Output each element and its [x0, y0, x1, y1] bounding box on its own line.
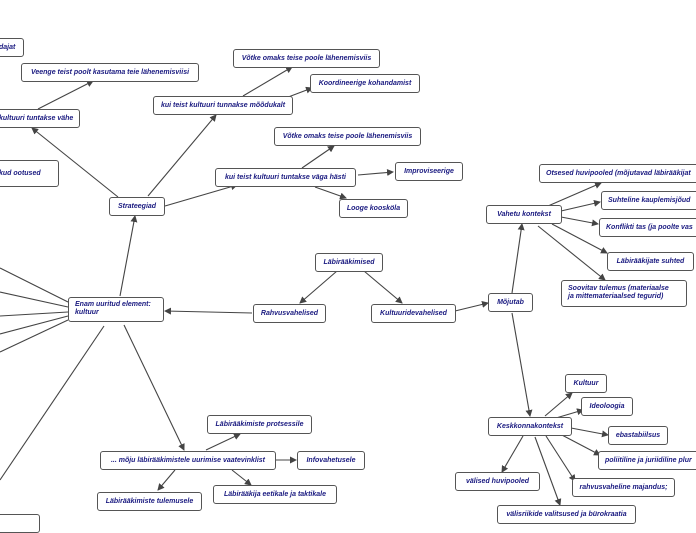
node-suhteline-kauplemisjoud[interactable]: Suhteline kauplemisjõud: [601, 191, 696, 210]
edge-enam-off6: [0, 325, 105, 481]
edge-strat-kuihasti: [164, 183, 238, 207]
node-veenge[interactable]: Veenge teist poolt kasutama teie lähenem…: [21, 63, 199, 82]
node-improviseerige[interactable]: Improviseerige: [395, 162, 463, 181]
edge-kuihasti-looge: [314, 186, 347, 200]
node-enam-uuritud[interactable]: Enam uuritud element: kultuur: [68, 297, 164, 322]
edge-vahe-veenge: [37, 80, 94, 110]
node-soovitav-tulemus[interactable]: Soovitav tulemus (materiaalse ja mittema…: [561, 280, 687, 307]
edge-keskkond-ebast: [570, 427, 609, 438]
edge-enam-off3: [0, 311, 69, 317]
edge-mojub-eetika: [231, 469, 252, 486]
node-otsesed-huvipooled[interactable]: Otsesed huvipooled (mõjutavad läbirääkij…: [539, 164, 696, 183]
node-labiraakijate-suhted[interactable]: Läbirääkijate suhted: [607, 252, 694, 271]
edge-enam-off4: [0, 315, 69, 335]
edge-enam-off5: [0, 319, 69, 353]
edge-laabi-kultuuri: [363, 270, 403, 304]
edge-vahetu-suhteline: [560, 199, 601, 212]
node-ootused[interactable]: kud ootused: [0, 160, 59, 187]
edge-vahetu-soovitav: [537, 225, 606, 281]
edge-strat-vahe: [31, 127, 119, 198]
node-strateegiad[interactable]: Strateegiad: [109, 197, 165, 216]
edge-kultuuri-mojutab: [454, 301, 489, 312]
edge-vahetu-otsesed: [547, 182, 602, 207]
node-kultuuridevahelised[interactable]: Kultuuridevahelised: [371, 304, 456, 323]
node-ebastabiilsus[interactable]: ebastabiilsus: [608, 426, 668, 445]
node-ideoloogia[interactable]: Ideoloogia: [581, 397, 633, 416]
node-dajat[interactable]: dajat: [0, 38, 24, 57]
edge-vahetu-konflikti: [560, 216, 599, 227]
node-keskkonnakontekst[interactable]: Keskkonnakontekst: [488, 417, 572, 436]
edge-keskkond-kultuur: [544, 392, 573, 417]
node-valisriikide[interactable]: välisriikide valitsused ja bürokraatia: [497, 505, 636, 524]
node-kui-hasti[interactable]: kui teist kultuuri tuntakse väga hästi: [215, 168, 356, 187]
edge-enam-off1: [0, 267, 69, 303]
node-votke-omaks-2[interactable]: Võtke omaks teise poole lähenemisviis: [274, 127, 421, 146]
edge-keskkond-rahvusv: [545, 435, 576, 482]
node-eetikale[interactable]: Läbirääkija eetikale ja taktikale: [213, 485, 337, 504]
edge-keskkond-ideoloogia: [555, 408, 584, 419]
edge-rahvus-enam: [164, 307, 253, 315]
node-protsessile[interactable]: Läbirääkimiste protsessile: [207, 415, 312, 434]
node-konflikti[interactable]: Konflikti tas (ja poolte vas: [599, 218, 696, 237]
edge-keskkond-valisriik: [534, 436, 562, 506]
edge-enam-mojub: [123, 324, 185, 451]
node-votke-omaks-1[interactable]: Võtke omaks teise poole lähenemisviis: [233, 49, 380, 68]
edge-enam-off2: [0, 291, 69, 308]
edge-laabi-rahvus: [299, 270, 338, 304]
node-rahvusvaheline-majandus[interactable]: rahvusvaheline majandus;: [572, 478, 675, 497]
node-koordineerige[interactable]: Koordineerige kohandamist: [310, 74, 420, 93]
edge-mojub-tulemus: [157, 469, 176, 491]
edge-mojutab-vahetu: [511, 223, 525, 294]
edge-kuihasti-improv: [357, 169, 394, 176]
edge-vahetu-suhted: [551, 223, 608, 254]
edge-strat-kuimood: [147, 114, 217, 197]
node-tulemusele[interactable]: Läbirääkimiste tulemusele: [97, 492, 202, 511]
node-poliitiline[interactable]: poliitiline ja juriidiline plur: [598, 451, 696, 470]
edge-kuimood-votke1: [242, 66, 293, 97]
node-looge-kooskola[interactable]: Looge koosköla: [339, 199, 408, 218]
edge-keskkond-poliit: [559, 433, 601, 456]
node-rahvusvahelised[interactable]: Rahvusvahelised: [253, 304, 326, 323]
connector-layer: [0, 66, 609, 506]
node-labiraakimised[interactable]: Läbirääkimised: [315, 253, 383, 272]
node-valised-huvipooled[interactable]: välised huvipooled: [455, 472, 540, 491]
edge-keskkond-valised: [501, 435, 524, 473]
node-infovahetusele[interactable]: Infovahetusele: [297, 451, 365, 470]
edge-mojutab-keskkond: [511, 312, 533, 417]
edge-enam-strat: [119, 215, 138, 297]
node-mojutab[interactable]: Mõjutab: [488, 293, 533, 312]
node-kultuuri-vahe[interactable]: kultuuri tuntakse vähe: [0, 109, 80, 128]
node-vahetu-kontekst[interactable]: Vahetu kontekst: [486, 205, 562, 224]
edge-kuihasti-votke2: [301, 145, 335, 169]
node-cutoff-bottom-left[interactable]: [0, 514, 40, 533]
edge-mojub-protsess: [205, 433, 241, 451]
node-kui-moodukalt[interactable]: kui teist kultuuri tunnakse mõõdukalt: [153, 96, 293, 115]
node-moju-uurimise[interactable]: ... mõju läbirääkimistele uurimise vaate…: [100, 451, 276, 470]
node-kultuur[interactable]: Kultuur: [565, 374, 607, 393]
